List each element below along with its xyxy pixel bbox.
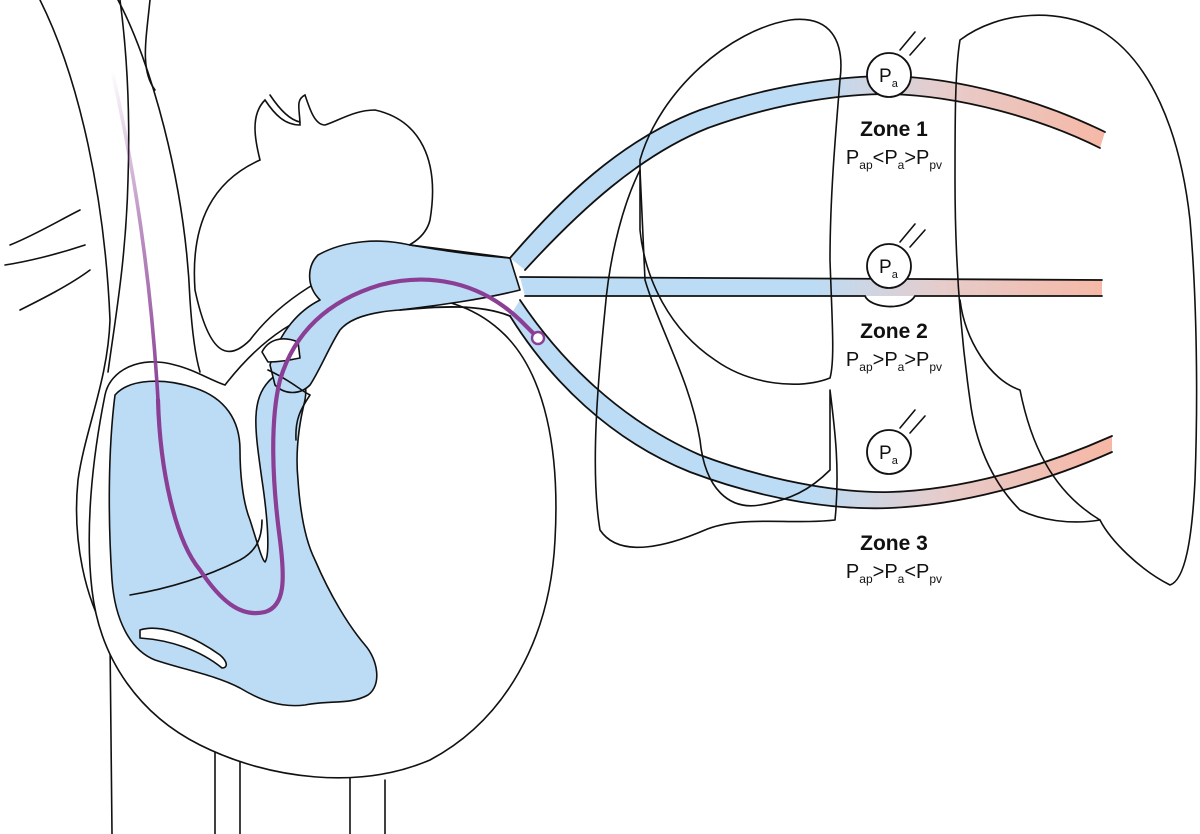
swan-ganz-catheter — [110, 68, 546, 616]
gauge-1-label: Pa — [879, 66, 899, 90]
aortic-arch — [193, 93, 434, 353]
trunk-upper-edge — [409, 244, 511, 259]
neck-vessel-left — [107, 0, 130, 373]
left-branch-1 — [9, 209, 81, 246]
gauge-2-circle — [866, 243, 912, 289]
aorta-branch-1 — [269, 94, 301, 123]
vessel-lower-top-edge — [519, 299, 1113, 493]
gauge-3-circle — [866, 429, 912, 475]
heart — [88, 240, 557, 779]
zone-2-label: Zone 2 Pap>Pa>Ppv — [846, 320, 942, 374]
vessel-upper-top-edge — [509, 75, 1106, 259]
gauge-2-label: Pa — [879, 257, 899, 281]
vessel-middle-bottom-edge — [524, 295, 1103, 308]
body-left-edge — [39, 0, 113, 834]
gauge-zone-3: Pa — [866, 409, 926, 475]
gauge-zone-1: Pa — [866, 31, 926, 98]
gauge-1-stem — [899, 31, 926, 56]
vessel-upper-bottom-edge — [524, 93, 1101, 271]
right-heart-chambers — [108, 368, 378, 707]
body-outline — [4, 0, 386, 834]
tricuspid-leaflet — [139, 627, 228, 669]
lung-lobe-middle — [594, 169, 838, 549]
catheter-balloon-tip — [530, 330, 546, 346]
zone-2-title: Zone 2 — [860, 320, 928, 343]
rvot-wall — [267, 369, 311, 441]
vessel-middle-top-edge — [519, 276, 1103, 281]
zone-3-title: Zone 3 — [860, 532, 928, 555]
lung-lobe-right — [954, 14, 1198, 586]
gauge-3-label: Pa — [879, 443, 899, 467]
zone-3-label: Zone 3 Pap>Pa<Ppv — [846, 532, 942, 586]
vessel-upper-fill — [510, 76, 1105, 270]
lung-outlines — [594, 14, 1198, 586]
zone-1-title: Zone 1 — [860, 118, 928, 141]
zone-1-label: Zone 1 Pap<Pa>Ppv — [846, 118, 942, 172]
septum-line — [129, 519, 263, 596]
lung-fissure-right — [959, 299, 1101, 521]
zone-2-equation: Pap>Pa>Ppv — [846, 349, 942, 374]
catheter-svc-segment — [110, 68, 160, 402]
trunk-lower-edge — [399, 306, 511, 317]
gauge-2-stem — [899, 223, 926, 248]
gauge-zone-2: Pa — [866, 223, 926, 289]
catheter-path — [155, 277, 536, 616]
gauge-3-stem — [899, 409, 926, 434]
zone-1-equation: Pap<Pa>Ppv — [846, 147, 942, 172]
pulmonary-vessels — [399, 75, 1113, 510]
vessel-middle-fill — [520, 277, 1102, 296]
zone-3-equation: Pap>Pa<Ppv — [846, 561, 942, 586]
left-branch-3 — [19, 269, 91, 311]
lung-lobe-left — [639, 18, 842, 386]
vessel-lower-fill — [510, 300, 1112, 509]
aorta-outline — [193, 93, 434, 353]
gauge-1-circle — [866, 52, 912, 98]
svc-right-edge — [117, 0, 201, 373]
left-branch-2 — [4, 244, 86, 266]
